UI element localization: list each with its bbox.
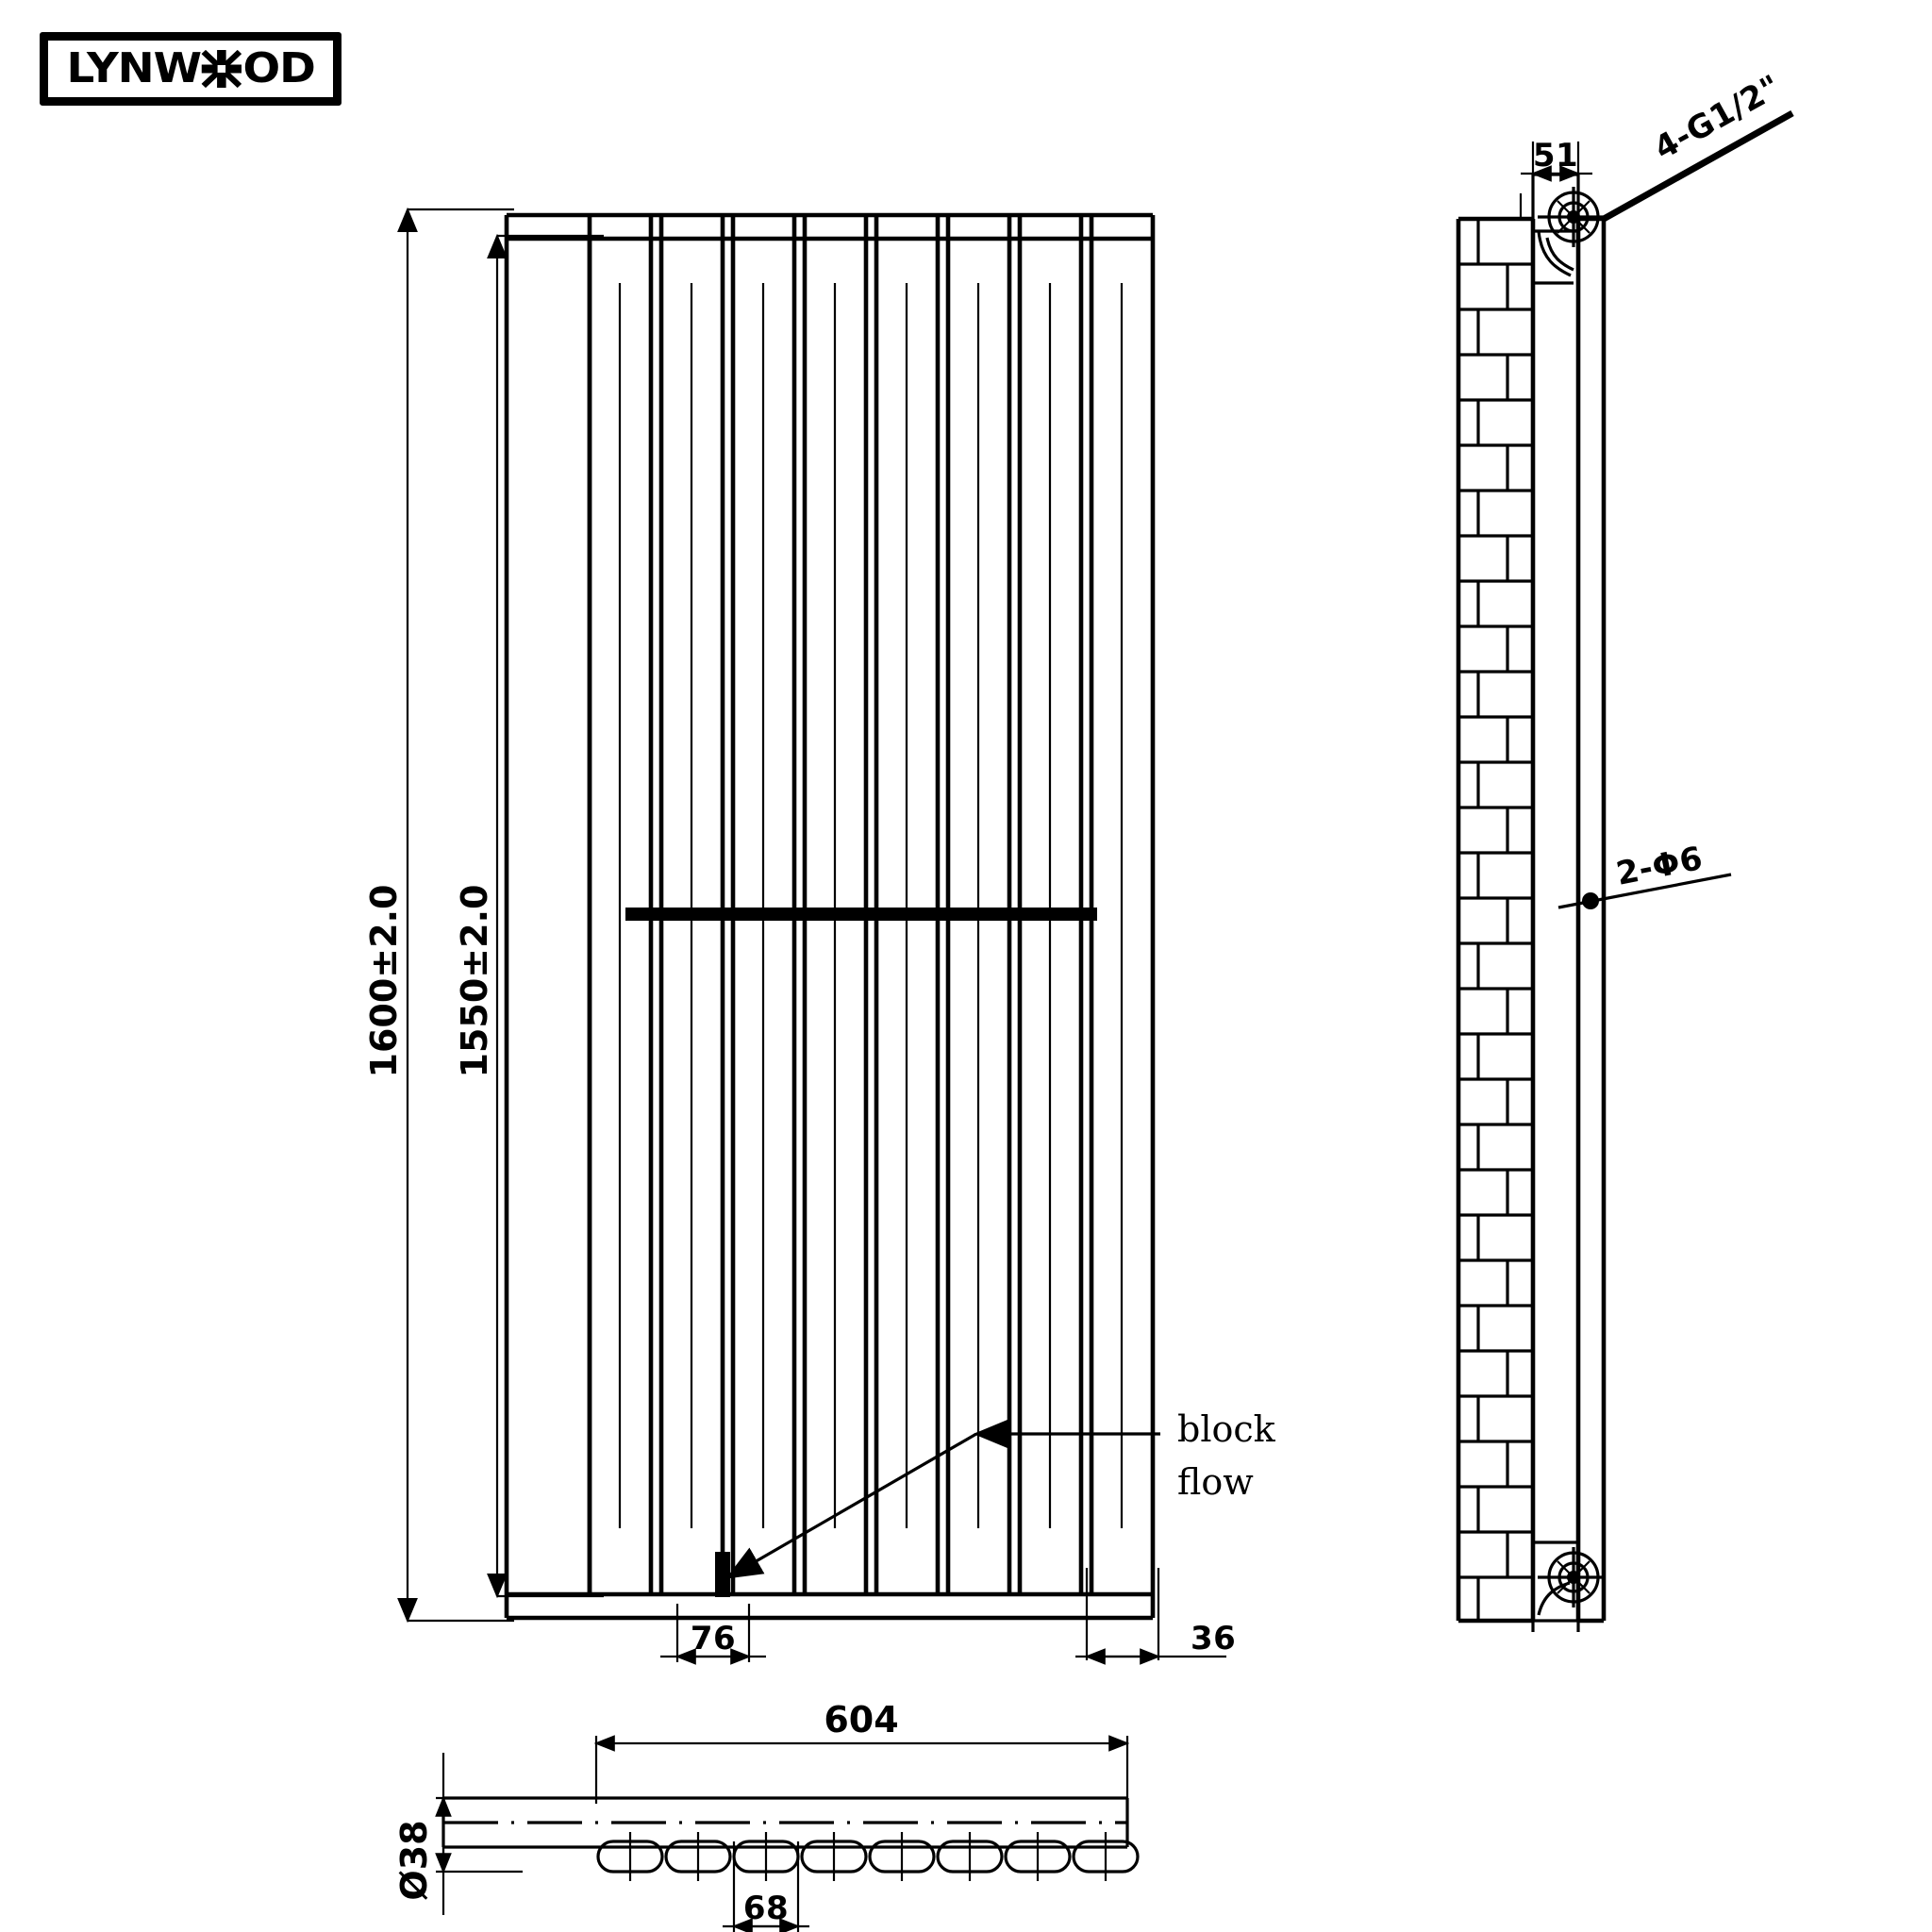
- logo-inner: LYNW OD: [48, 41, 333, 97]
- dimension-label-51: 51: [1533, 137, 1578, 175]
- left-end-strip: [504, 239, 592, 1594]
- bottom-mounting-bracket: [1531, 1541, 1580, 1632]
- brick-wall: [1456, 216, 1536, 1624]
- block-flow-marker: [715, 1552, 730, 1597]
- note-leader-phi6: [1557, 873, 1732, 909]
- oval-tube: [1072, 1832, 1140, 1881]
- tube-column: [1017, 215, 1084, 1594]
- note-leader-g12: [1602, 109, 1794, 223]
- block-flow-label-line2: flow: [1177, 1461, 1254, 1503]
- radiator-tube-columns: [587, 215, 1156, 1594]
- tube-column: [945, 215, 1012, 1594]
- dimension-end-offset-36: [1075, 1568, 1226, 1665]
- oval-tube: [936, 1832, 1004, 1881]
- dimension-panel-height: [487, 233, 604, 1599]
- oval-tube: [868, 1832, 936, 1881]
- dimension-label-1550: 1550±2.0: [454, 885, 495, 1078]
- tube-column: [587, 215, 654, 1594]
- oval-tube: [800, 1832, 868, 1881]
- radiator-side-profile: [1575, 216, 1607, 1624]
- dimension-label-68: 68: [743, 1890, 789, 1927]
- bottom-header-band: [504, 1591, 1156, 1621]
- company-logo: LYNW OD: [40, 32, 341, 106]
- note-label-phi6: 2-Φ6: [1613, 840, 1706, 893]
- dimension-width-604: [593, 1735, 1130, 1804]
- top-valve-fitting: [1538, 187, 1604, 247]
- dimension-depth-38: [435, 1753, 523, 1915]
- block-flow-label-line1: block: [1177, 1408, 1276, 1450]
- plan-oval-tubes: [596, 1832, 1140, 1881]
- tube-column: [1089, 215, 1156, 1594]
- logo-wordmark: LYNW OD: [66, 44, 315, 92]
- oval-tube: [1004, 1832, 1072, 1881]
- dimension-pitch-68: [723, 1841, 809, 1932]
- phi6-hole-dot: [1582, 892, 1599, 909]
- oval-tube: [664, 1832, 732, 1881]
- wall-bracket-bar: [625, 908, 1097, 921]
- side-section-view: 51 4-G1/2" 2-Φ6: [1456, 68, 1794, 1632]
- tube-column: [730, 215, 797, 1594]
- dimension-label-76: 76: [691, 1620, 736, 1657]
- oval-tube: [732, 1832, 800, 1881]
- dimension-tube-pitch-76: [660, 1604, 766, 1665]
- tube-column: [658, 215, 725, 1594]
- tube-column: [802, 215, 869, 1594]
- dimension-label-38: Ø38: [393, 1820, 435, 1900]
- logo-text-after: OD: [242, 44, 315, 92]
- dimension-label-604: 604: [824, 1699, 898, 1740]
- dimension-overall-height: [397, 207, 514, 1624]
- plan-section-view: 604 68 Ø38: [393, 1699, 1140, 1932]
- front-elevation-view: block flow 1600±2.0 1550±2.0: [363, 207, 1276, 1665]
- dimension-bracket-51: [1521, 142, 1592, 182]
- top-mounting-bracket: [1519, 173, 1580, 285]
- logo-text-before: LYNW: [66, 44, 202, 92]
- dimension-label-1600: 1600±2.0: [363, 885, 405, 1078]
- dimension-label-36: 36: [1191, 1620, 1236, 1657]
- tube-column: [874, 215, 941, 1594]
- block-flow-leader: [725, 1419, 1160, 1579]
- union-jack-icon: [201, 49, 242, 89]
- oval-tube: [596, 1832, 664, 1881]
